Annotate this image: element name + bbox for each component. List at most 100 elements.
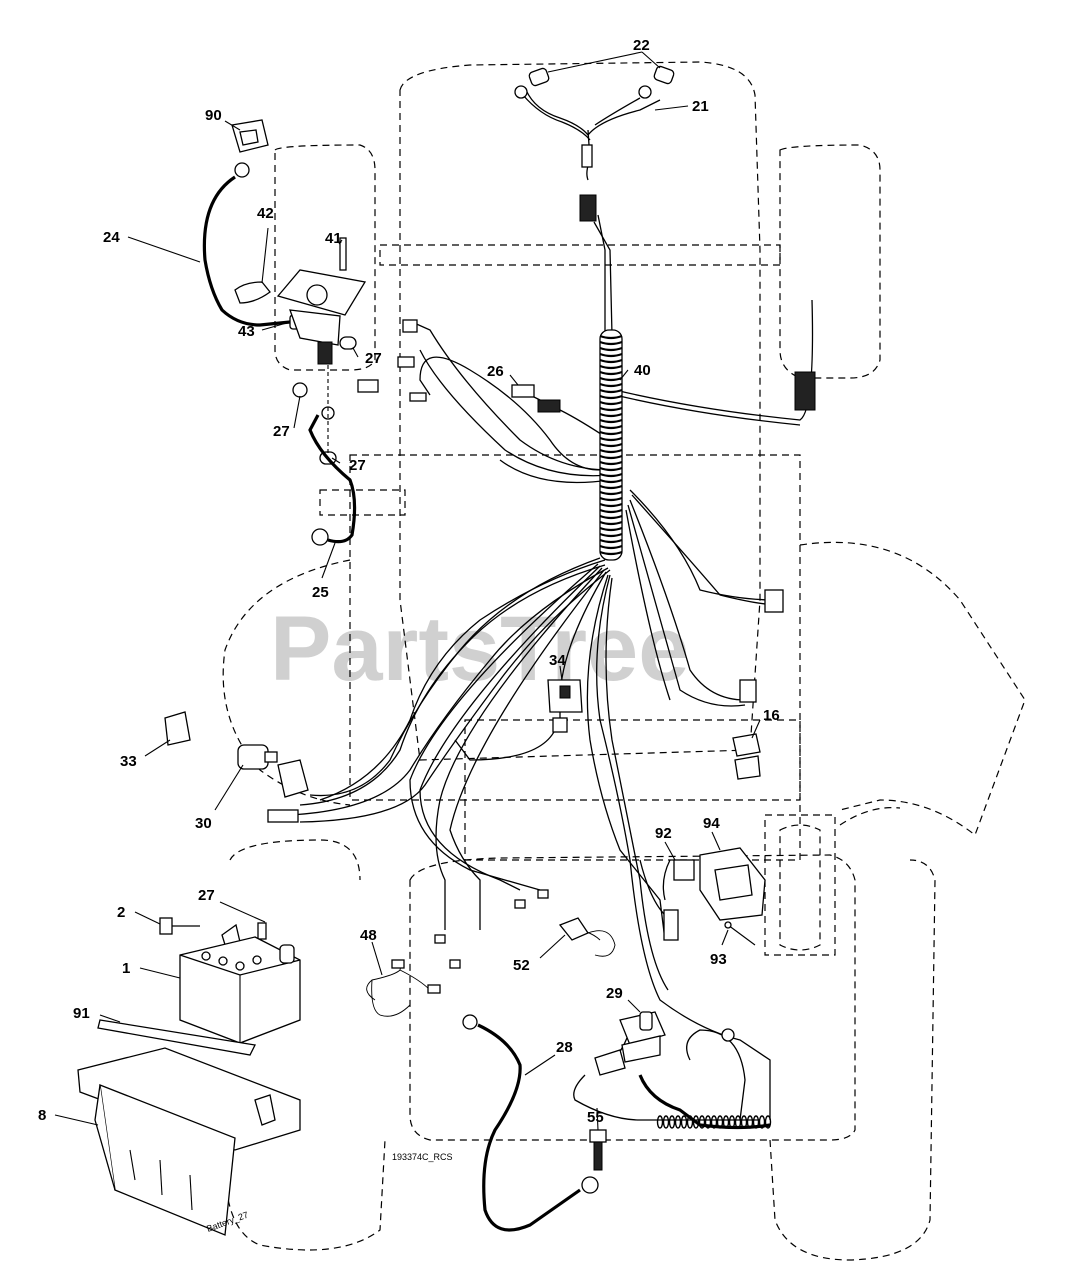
part-52-bulb [558, 917, 616, 957]
callout-21: 21 [692, 98, 709, 115]
coil-ring [740, 1115, 748, 1129]
part-8-tray [77, 1047, 301, 1236]
callout-94: 94 [703, 815, 720, 832]
callout-27a: 27 [365, 350, 382, 367]
coiled-cable [638, 1074, 772, 1130]
coil-ring [692, 1115, 700, 1129]
part-29-switch [594, 1011, 735, 1076]
sleeve-ridge [599, 448, 623, 454]
harness-connectors [397, 319, 816, 703]
sleeve-ridge [599, 544, 623, 550]
part-24-cable [202, 162, 309, 330]
coil-ring [680, 1115, 688, 1129]
sleeve-ridge [599, 472, 623, 478]
callout-27c: 27 [349, 457, 366, 474]
coil-ring [728, 1115, 736, 1129]
sleeve-ridge [599, 442, 623, 448]
coil-ring [752, 1115, 760, 1129]
part-25-ground-cable [308, 414, 357, 546]
sleeve-ridge [599, 490, 623, 496]
coil-ring [764, 1115, 772, 1129]
wiring-harness [289, 89, 814, 1121]
part-93-pin [724, 921, 756, 946]
callout-90: 90 [205, 107, 222, 124]
sleeve-ridge [599, 358, 623, 364]
part-33 [164, 711, 191, 746]
sleeve-ridge [599, 370, 623, 376]
callout-41: 41 [325, 230, 342, 247]
sleeve-ridge [599, 466, 623, 472]
callout-22: 22 [633, 37, 650, 54]
part-2-bolt [159, 917, 200, 935]
coil-ring [686, 1115, 694, 1129]
sleeve-ridge [599, 334, 623, 340]
leader-lines [54, 51, 761, 1131]
coil-ring [710, 1115, 718, 1129]
callout-8: 8 [38, 1107, 46, 1124]
sleeve-ridge [599, 346, 623, 352]
callout-43: 43 [238, 323, 255, 340]
part-26-connectors [511, 384, 561, 413]
drawing-number: 193374C_RCS [392, 1152, 453, 1162]
callout-2: 2 [117, 904, 125, 921]
harness-sleeve-40 [599, 329, 623, 561]
sleeve-ridge [599, 412, 623, 418]
sleeve-ridge [599, 340, 623, 346]
coil-ring [668, 1115, 676, 1129]
part-27-hardware [292, 365, 379, 465]
part-43-solenoid [276, 237, 367, 365]
part-30-ignition [237, 744, 309, 823]
sleeve-ridge [599, 538, 623, 544]
callout-26: 26 [487, 363, 504, 380]
sleeve-ridge [599, 526, 623, 532]
callout-16: 16 [763, 707, 780, 724]
coil-ring [716, 1115, 724, 1129]
part-22-headlights [514, 65, 675, 222]
coil-ring [698, 1115, 706, 1129]
part-16-relay [732, 733, 761, 780]
part-94-bracket [699, 847, 766, 921]
coil-ring [746, 1115, 754, 1129]
sleeve-ridge [599, 394, 623, 400]
harness-end-connectors [434, 889, 549, 969]
sleeve-ridge [599, 430, 623, 436]
sleeve-ridge [599, 508, 623, 514]
coil-ring [704, 1115, 712, 1129]
coil-ring [734, 1115, 742, 1129]
sleeve-ridge [599, 502, 623, 508]
part-92-connector [663, 859, 695, 941]
callout-42: 42 [257, 205, 274, 222]
callout-52: 52 [513, 957, 530, 974]
coil-ring [722, 1115, 730, 1129]
watermark: PartsTree [270, 598, 689, 700]
coil-ring [656, 1115, 664, 1129]
sleeve-ridge [599, 382, 623, 388]
callout-48: 48 [360, 927, 377, 944]
callout-33: 33 [120, 753, 137, 770]
callout-55: 55 [587, 1109, 604, 1126]
sleeve-ridge [599, 406, 623, 412]
sleeve-ridge [599, 400, 623, 406]
callout-24: 24 [103, 229, 120, 246]
sleeve-ridge [599, 364, 623, 370]
sleeve-ridge [599, 424, 623, 430]
part-34-switch [547, 679, 583, 733]
sleeve-ridge [599, 376, 623, 382]
callout-27b: 27 [273, 423, 290, 440]
sleeve-ridge [599, 496, 623, 502]
sleeve-ridge [599, 418, 623, 424]
coil-ring [758, 1115, 766, 1129]
callout-25: 25 [312, 584, 329, 601]
part-91-strap [97, 1019, 256, 1056]
callout-29: 29 [606, 985, 623, 1002]
callout-27d: 27 [198, 887, 215, 904]
part-42-boot [234, 227, 271, 304]
callout-34: 34 [549, 652, 566, 669]
part-28-cable [462, 1014, 599, 1232]
sleeve-ridge [599, 532, 623, 538]
part-48-bulb [366, 959, 441, 1017]
sleeve-ridge [599, 484, 623, 490]
callout-1: 1 [122, 960, 130, 977]
sleeve-ridge [599, 550, 623, 556]
